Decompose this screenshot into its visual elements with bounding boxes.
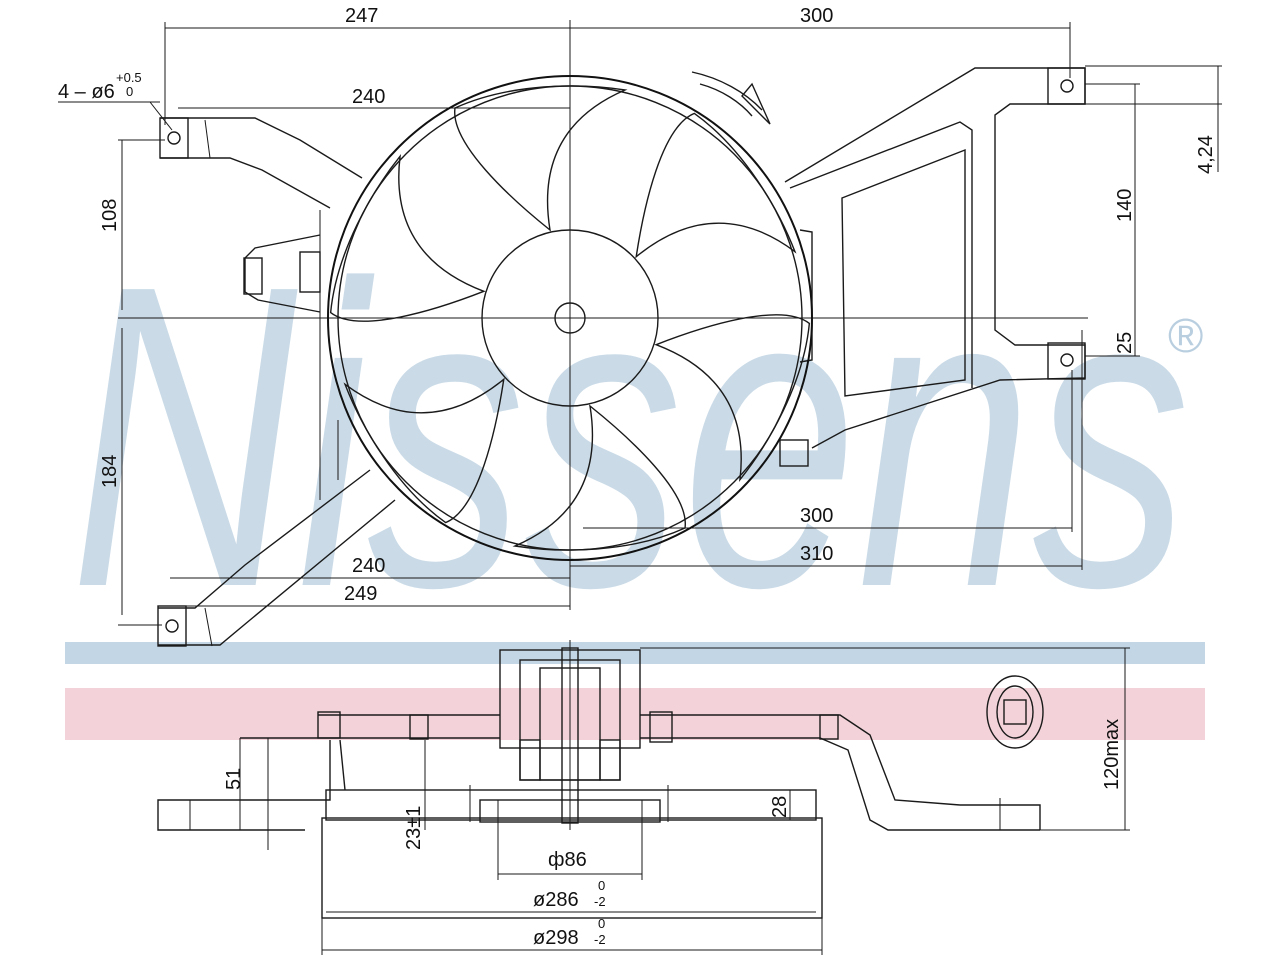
hole-tol-upper: +0.5: [116, 70, 142, 85]
watermark-brand-text: Nissens: [70, 197, 1190, 677]
fan-hub: [481, 229, 659, 407]
dim-28: 28: [769, 796, 791, 818]
shroud-profile: [157, 711, 1041, 831]
mounting-hole-bottom-left: [165, 619, 179, 633]
dim-25: 25: [1114, 332, 1136, 354]
watermark: Nissens ®: [65, 197, 1205, 740]
watermark-registered-mark: ®: [1168, 310, 1203, 363]
hole-leader-arrow: [149, 101, 173, 131]
dim-120max: 120max: [1101, 719, 1123, 790]
mounting-hole-top-right: [1060, 79, 1074, 93]
watermark-red-band: [65, 688, 1205, 740]
dim-298: ø298: [533, 927, 579, 949]
dim-23: 23±1: [403, 806, 425, 850]
hole-spec: 4 – ø6: [58, 81, 115, 103]
mounting-hole-bottom-right: [1060, 353, 1074, 367]
dim-286-tol-lower: -2: [594, 894, 606, 909]
blade-ring-profile: [321, 785, 823, 919]
fan-hub-center: [554, 302, 586, 334]
dim-108: 108: [99, 199, 121, 232]
dim-4-24: 4,24: [1195, 135, 1217, 174]
top-view: 247 300 4 – ø6 +0.5 0 240 108 184 140 25…: [58, 5, 1222, 647]
hole-tol-lower: 0: [126, 84, 133, 99]
shroud-ring-outer: [327, 75, 813, 561]
dim-286-tol-upper: 0: [598, 878, 605, 893]
mounting-hole-top-left: [167, 131, 181, 145]
dim-249: 249: [344, 583, 377, 605]
side-view: 120max 51 23±1 28 ф86 ø286 0 -2 ø298 0 -…: [157, 640, 1130, 955]
motor-housing: [499, 640, 641, 830]
dim-184: 184: [99, 455, 121, 488]
connector: [986, 675, 1044, 749]
dim-310: 310: [800, 543, 833, 565]
dim-140: 140: [1114, 189, 1136, 222]
mounting-holes: [165, 79, 1074, 633]
shroud-frame: [157, 67, 1086, 647]
dim-240-upper: 240: [352, 86, 385, 108]
dim-298-tol-upper: 0: [598, 916, 605, 931]
dim-298-tol-lower: -2: [594, 932, 606, 947]
dim-240-lower: 240: [352, 555, 385, 577]
dim-300-lower: 300: [800, 505, 833, 527]
dim-51: 51: [223, 768, 245, 790]
rotation-direction-arrow: [691, 71, 763, 111]
dim-300-top: 300: [800, 5, 833, 27]
dim-86: ф86: [548, 849, 587, 871]
dim-247: 247: [345, 5, 378, 27]
dim-286: ø286: [533, 889, 579, 911]
fan-blades: [329, 85, 811, 551]
